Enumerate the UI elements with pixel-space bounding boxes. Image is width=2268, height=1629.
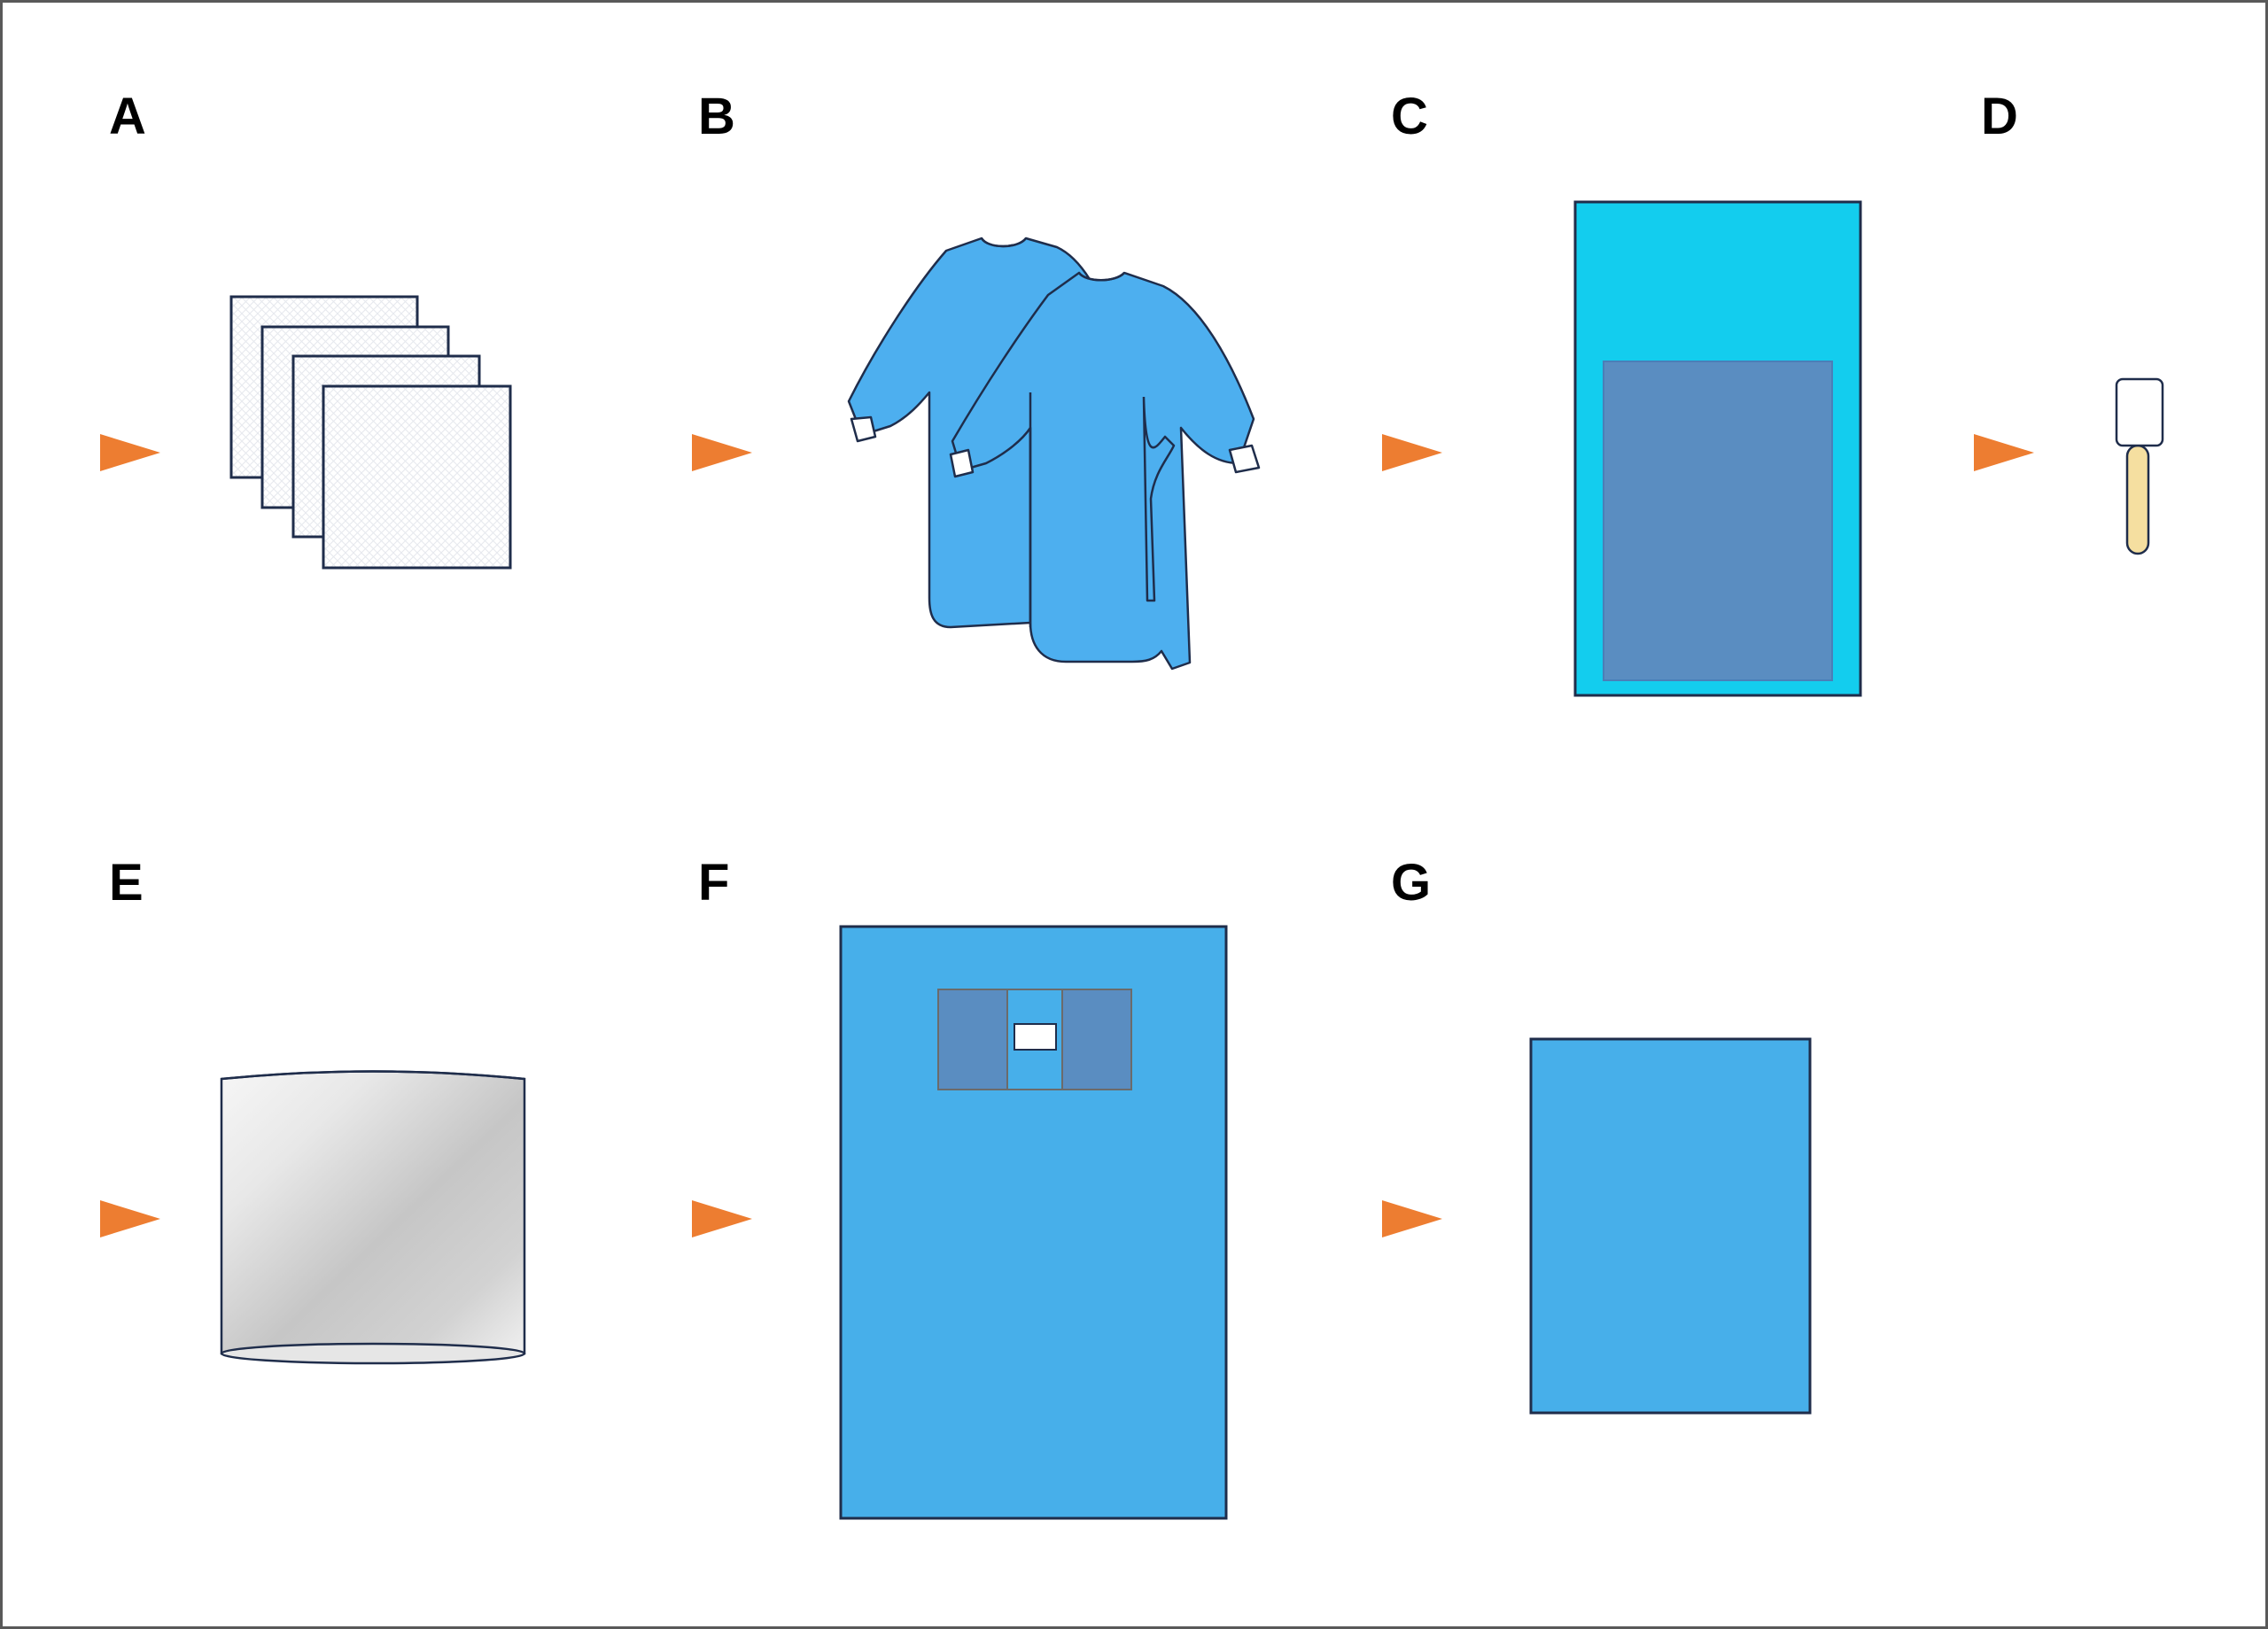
panel-label-e: E: [109, 854, 144, 911]
panel-label-g: G: [1391, 854, 1432, 911]
panel-label-b: B: [698, 88, 735, 145]
drape-icon: [1529, 1037, 1812, 1415]
gown-icon: [847, 237, 1261, 671]
gauze-swab-icon: [229, 295, 512, 570]
illustration-canvas: [100, 200, 2164, 1520]
arrow-right-icon: [100, 434, 160, 471]
arrow-right-icon: [692, 1200, 752, 1237]
arrow-right-icon: [1382, 434, 1442, 471]
arrow-right-icon: [100, 1200, 160, 1237]
panel-label-d: D: [1981, 88, 2018, 145]
arrow-right-icon: [692, 434, 752, 471]
pouch-icon: [1573, 200, 1862, 697]
film-roll-icon: [220, 1070, 526, 1365]
swab-stick-icon: [2115, 377, 2164, 555]
panel-label-f: F: [698, 854, 730, 911]
panel-label-a: A: [109, 88, 146, 145]
arrow-right-icon: [1974, 434, 2034, 471]
arrow-right-icon: [1382, 1200, 1442, 1237]
fenestrated-drape-icon: [839, 925, 1228, 1520]
panel-label-c: C: [1391, 88, 1428, 145]
